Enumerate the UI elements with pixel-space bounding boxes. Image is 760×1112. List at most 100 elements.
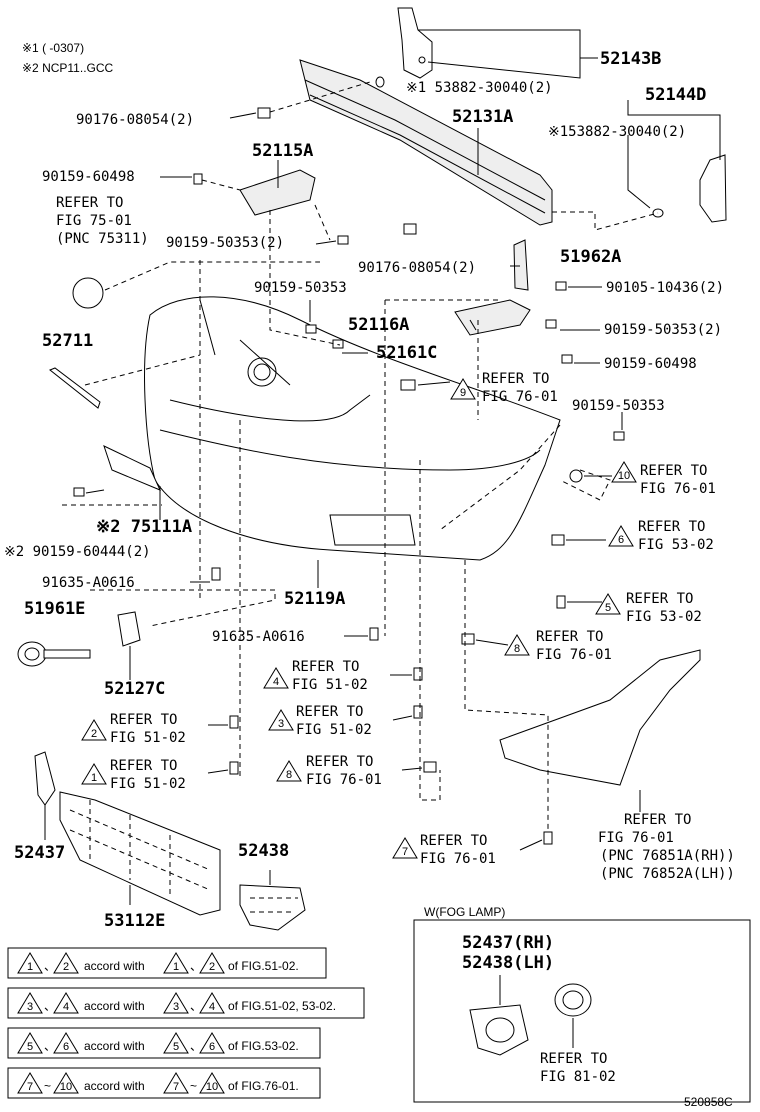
refer-7-line2: FIG 76-01	[420, 851, 496, 867]
refer-1-line2: FIG 51-02	[110, 776, 186, 792]
refer-3-line2: FIG 51-02	[296, 722, 372, 738]
label-52127C: 52127C	[104, 679, 165, 699]
bracket-52143B	[397, 7, 433, 79]
triangle-marks: 9 10 6 5 8 4 2 3 1 8 7	[81, 378, 637, 859]
label-52143B: 52143B	[600, 49, 661, 69]
refer-side-line3: (PNC 76851A(RH))	[600, 848, 735, 864]
label-fog-lh: 52438(LH)	[462, 953, 554, 973]
refer-8a-line2: FIG 76-01	[536, 647, 612, 663]
svg-text:6: 6	[63, 1041, 69, 1053]
label-53112E: 53112E	[104, 911, 165, 931]
refer-75-line2: FIG 75-01	[56, 213, 132, 229]
refer-side-line1: REFER TO	[624, 812, 691, 828]
fasteners	[73, 107, 625, 845]
label-52161C: 52161C	[376, 343, 437, 363]
refer-4-line2: FIG 51-02	[292, 677, 368, 693]
refer-6-line1: REFER TO	[638, 519, 705, 535]
bracket-52144D	[699, 154, 727, 223]
emblem	[72, 277, 104, 309]
refer-2-line2: FIG 51-02	[110, 730, 186, 746]
label-90159-60444: ※2 90159-60444(2)	[4, 544, 151, 560]
svg-text:、: 、	[44, 1039, 56, 1053]
svg-text:of FIG.51-02.: of FIG.51-02.	[228, 959, 299, 973]
label-75111A: ※2 75111A	[96, 517, 192, 537]
svg-text:5: 5	[27, 1041, 33, 1053]
refer-8b-line2: FIG 76-01	[306, 772, 382, 788]
refer-5-line1: REFER TO	[626, 591, 693, 607]
svg-text:10: 10	[60, 1081, 72, 1093]
svg-text:accord with: accord with	[84, 1039, 145, 1053]
bracket-52116A	[454, 299, 531, 336]
fog-lamp-inset: W(FOG LAMP) 52437(RH) 52438(LH) REFER TO…	[413, 905, 751, 1103]
bracket-52115A	[239, 169, 316, 216]
refer-75-line3: (PNC 75311)	[56, 231, 149, 247]
svg-text:1: 1	[27, 961, 33, 973]
svg-text:5: 5	[173, 1041, 179, 1053]
figure-id: 520858C	[684, 1095, 733, 1109]
fog-lamp-bezel	[469, 1004, 529, 1056]
svg-text:2: 2	[209, 961, 215, 973]
svg-text:of FIG.51-02, 53-02.: of FIG.51-02, 53-02.	[228, 999, 336, 1013]
tri-6: 6	[618, 534, 624, 546]
refer-3-line1: REFER TO	[296, 704, 363, 720]
grille-52438	[239, 884, 306, 931]
svg-text:4: 4	[63, 1001, 69, 1013]
tri-7: 7	[402, 846, 408, 858]
svg-text:accord with: accord with	[84, 1079, 145, 1093]
tri-2: 2	[91, 728, 97, 740]
tri-9: 9	[460, 387, 466, 399]
refer-2-line1: REFER TO	[110, 712, 177, 728]
tri-3: 3	[278, 718, 284, 730]
bumper-side-extension	[499, 649, 701, 786]
label-90159-60498-a: 90159-60498	[42, 169, 135, 185]
tri-4: 4	[273, 676, 279, 688]
tri-5: 5	[605, 602, 611, 614]
svg-text:2: 2	[63, 961, 69, 973]
svg-text:accord with: accord with	[84, 999, 145, 1013]
label-90176-a: 90176-08054(2)	[76, 112, 194, 128]
leader-lines	[44, 29, 721, 905]
svg-text:of FIG.76-01.: of FIG.76-01.	[228, 1079, 299, 1093]
svg-text:、: 、	[190, 1039, 202, 1053]
note-1: ※1 ( -0307)	[22, 41, 84, 55]
svg-text:、: 、	[190, 959, 202, 973]
cap-52127C	[117, 611, 141, 647]
tri-8b: 8	[286, 769, 292, 781]
label-fog-rh: 52437(RH)	[462, 933, 554, 953]
grille-53112E	[59, 791, 221, 916]
refer-6-line2: FIG 53-02	[638, 537, 714, 553]
label-52438: 52438	[238, 841, 289, 861]
svg-text:4: 4	[209, 1001, 215, 1013]
label-52131A: 52131A	[452, 107, 513, 127]
label-52711: 52711	[42, 331, 93, 351]
label-90159-50353-2a: 90159-50353(2)	[166, 235, 284, 251]
svg-text:7: 7	[173, 1081, 179, 1093]
svg-text:6: 6	[209, 1041, 215, 1053]
label-52115A: 52115A	[252, 141, 313, 161]
tow-hook	[17, 641, 91, 667]
svg-text:10: 10	[206, 1081, 218, 1093]
tri-8a: 8	[514, 643, 520, 655]
label-90159-50353-b: 90159-50353	[572, 398, 665, 414]
label-51961E: 51961E	[24, 599, 85, 619]
svg-text:1: 1	[173, 961, 179, 973]
molding-52711	[49, 367, 101, 409]
label-52116A: 52116A	[348, 315, 409, 335]
label-91635-a: 91635-A0616	[42, 575, 135, 591]
refer-7-line1: REFER TO	[420, 833, 487, 849]
svg-text:、: 、	[44, 959, 56, 973]
refer-4-line1: REFER TO	[292, 659, 359, 675]
legend: 1 、 2 accord with 1 、 2 of FIG.51-02. 3 …	[7, 947, 365, 1099]
refer-5-line2: FIG 53-02	[626, 609, 702, 625]
svg-text:7: 7	[27, 1081, 33, 1093]
refer-8a-line1: REFER TO	[536, 629, 603, 645]
refer-9-line2: FIG 76-01	[482, 389, 558, 405]
bumper-cover	[144, 296, 561, 561]
svg-text:~: ~	[44, 1079, 51, 1093]
label-90159-60498-b: 90159-60498	[604, 356, 697, 372]
label-52437: 52437	[14, 843, 65, 863]
refer-side-line2: FIG 76-01	[598, 830, 674, 846]
label-53882-top: ※1 53882-30040(2)	[406, 80, 553, 96]
grille-52437	[34, 751, 56, 806]
